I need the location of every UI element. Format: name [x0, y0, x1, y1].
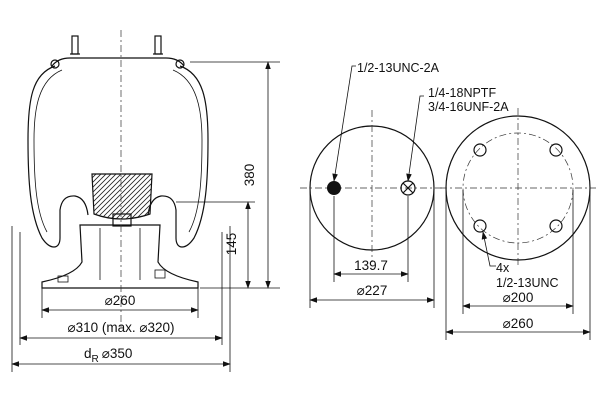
bumper-nut [112, 213, 132, 227]
top-plate-view: 1/2-13UNC-2A 1/4-18NPTF 3/4-16UNF-2A 139… [300, 61, 509, 308]
dr-label: dR⌀350 [84, 346, 132, 365]
leader-right-hole [406, 95, 424, 182]
dia-top-plate-label: ⌀227 [357, 283, 388, 298]
leader-bolt-holes [481, 231, 496, 267]
dia-piston-label: ⌀310 (max. ⌀320) [67, 320, 174, 335]
note-right-hole-2: 3/4-16UNF-2A [428, 100, 509, 114]
bellows-outline [27, 65, 209, 248]
height-overall-label: 380 [242, 164, 257, 187]
bolt-hole-bottom-right [549, 219, 563, 233]
top-stud-right [153, 35, 163, 55]
stud-hole-filled [327, 181, 341, 195]
bolt-hole-top-left [473, 143, 487, 157]
note-right-hole-1: 1/4-18NPTF [428, 86, 496, 100]
dia-bottom-plate-label: ⌀260 [503, 316, 534, 331]
top-bead-right [175, 59, 185, 69]
bolt-hole-top-right [549, 143, 563, 157]
top-bead-left [50, 59, 60, 69]
piston [41, 224, 199, 289]
dia-base-plate-label: ⌀260 [105, 293, 136, 308]
top-stud-left [70, 35, 80, 55]
dr-subscript: R [92, 354, 99, 365]
bolt-hole-count: 4x [496, 261, 510, 275]
bumper-hatched [91, 173, 153, 220]
side-view: 380 145 ⌀260 ⌀310 (max. ⌀320) dR⌀350 [11, 30, 280, 372]
air-fitting-symbol [400, 180, 416, 196]
top-bead-plate [51, 57, 185, 67]
bolt-circle [462, 132, 574, 244]
bolt-hole-bottom-left [473, 219, 487, 233]
note-left-hole: 1/2-13UNC-2A [357, 61, 440, 75]
bolt-hole-thread: 1/2-13UNC [496, 276, 559, 290]
leader-left-hole [332, 65, 356, 182]
bottom-plate-view: 4x 1/2-13UNC ⌀200 ⌀260 [440, 108, 596, 340]
height-base-label: 145 [224, 233, 239, 256]
dia-bolt-circle-label: ⌀200 [503, 290, 534, 305]
dr-symbol: d [84, 346, 92, 361]
hole-spacing-label: 139.7 [354, 258, 388, 273]
dia-reference-value: ⌀350 [102, 346, 133, 361]
